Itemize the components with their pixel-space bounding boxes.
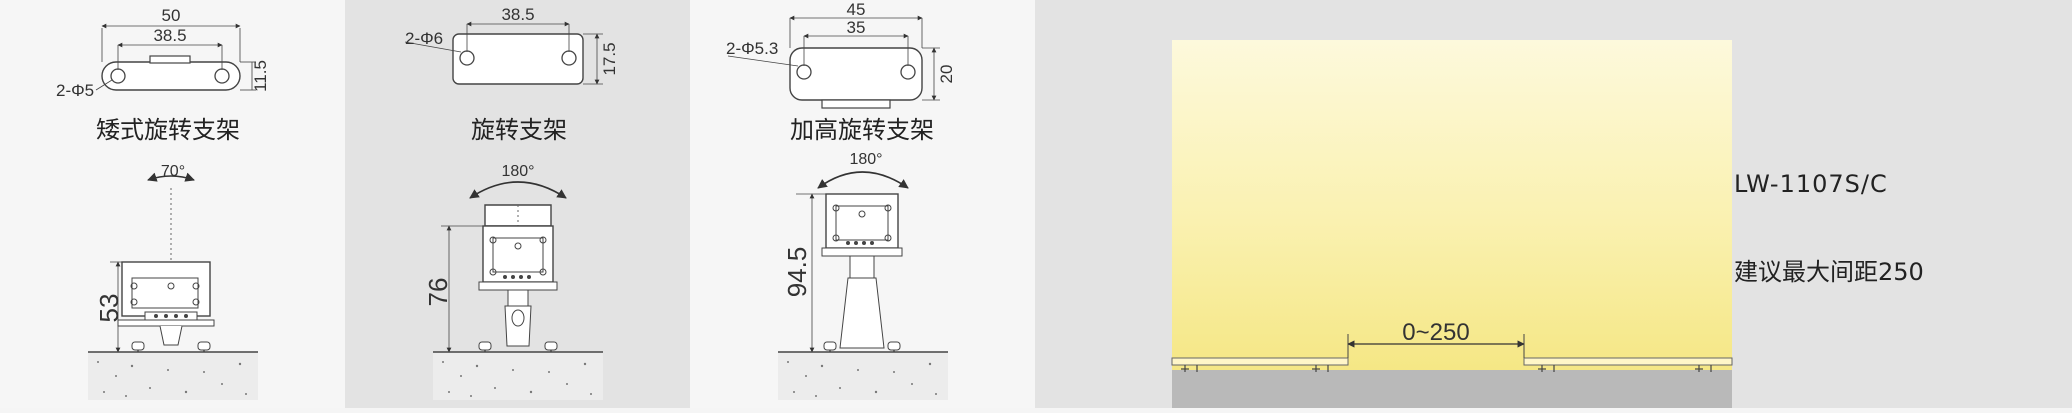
low-height: 11.5	[251, 60, 270, 92]
raised-bracket-top-view: 45 35 20 2-Φ5.3	[726, 0, 956, 109]
raised-ground	[778, 351, 948, 400]
rotating-bracket-name: 旋转支架	[471, 116, 567, 144]
rot-holes: 2-Φ6	[405, 29, 443, 48]
raised-bracket-name: 加高旋转支架	[790, 116, 934, 144]
panel-low-bracket: 50 38.5 11.5 2-Φ5 70°	[0, 0, 345, 408]
raised-mount-height: 94.5	[782, 247, 812, 298]
left-light-fixture	[1171, 357, 1349, 372]
low-ground	[88, 351, 258, 400]
rot-height: 17.5	[600, 42, 619, 75]
low-hole-spacing: 38.5	[153, 26, 186, 45]
gap-label: 0~250	[1402, 319, 1469, 346]
rot-mount-height: 76	[423, 278, 453, 307]
light-glow-area	[1172, 40, 1732, 370]
raised-hole-spacing: 35	[847, 18, 866, 37]
panel-rotating-bracket: 38.5 17.5 2-Φ6 180°	[345, 0, 690, 408]
raised-width-total: 45	[847, 0, 866, 19]
rotating-ground	[433, 351, 603, 400]
low-bracket-top-view: 50 38.5 11.5 2-Φ5	[56, 6, 270, 100]
rotating-bracket-side-view: 180° 76	[423, 163, 567, 364]
raised-height: 20	[937, 65, 956, 84]
panel-light-spacing: 0~250 LW-1107S/C 建议最大间距250	[1035, 0, 2072, 408]
spacing-note: 建议最大间距250	[1734, 258, 1924, 286]
low-holes: 2-Φ5	[56, 81, 94, 100]
low-angle: 70°	[161, 163, 185, 180]
raised-angle: 180°	[849, 151, 882, 168]
raised-bracket-side-view: 180° 94.5	[782, 151, 909, 364]
light-spacing-drawing: 0~250	[1171, 40, 1733, 408]
right-light-fixture	[1523, 357, 1733, 372]
low-width-total: 50	[162, 6, 181, 25]
rot-angle: 180°	[501, 163, 534, 180]
raised-holes: 2-Φ5.3	[726, 39, 778, 58]
low-bracket-name: 矮式旋转支架	[96, 116, 240, 144]
panel-raised-bracket: 45 35 20 2-Φ5.3 180°	[690, 0, 1035, 408]
rotating-bracket-top-view: 38.5 17.5 2-Φ6	[404, 5, 619, 85]
floor	[1172, 370, 1732, 408]
product-model: LW-1107S/C	[1734, 170, 1888, 198]
low-mount-height: 53	[94, 294, 124, 323]
low-bracket-drawing: 50 38.5 11.5 2-Φ5 70°	[56, 6, 270, 400]
low-bracket-side-view: 70° 53	[94, 163, 215, 364]
rotating-bracket-drawing: 38.5 17.5 2-Φ6 180°	[404, 5, 619, 400]
gap-dimension: 0~250	[1347, 319, 1525, 358]
rot-hole-spacing: 38.5	[501, 5, 534, 24]
raised-bracket-drawing: 45 35 20 2-Φ5.3 180°	[726, 0, 956, 400]
